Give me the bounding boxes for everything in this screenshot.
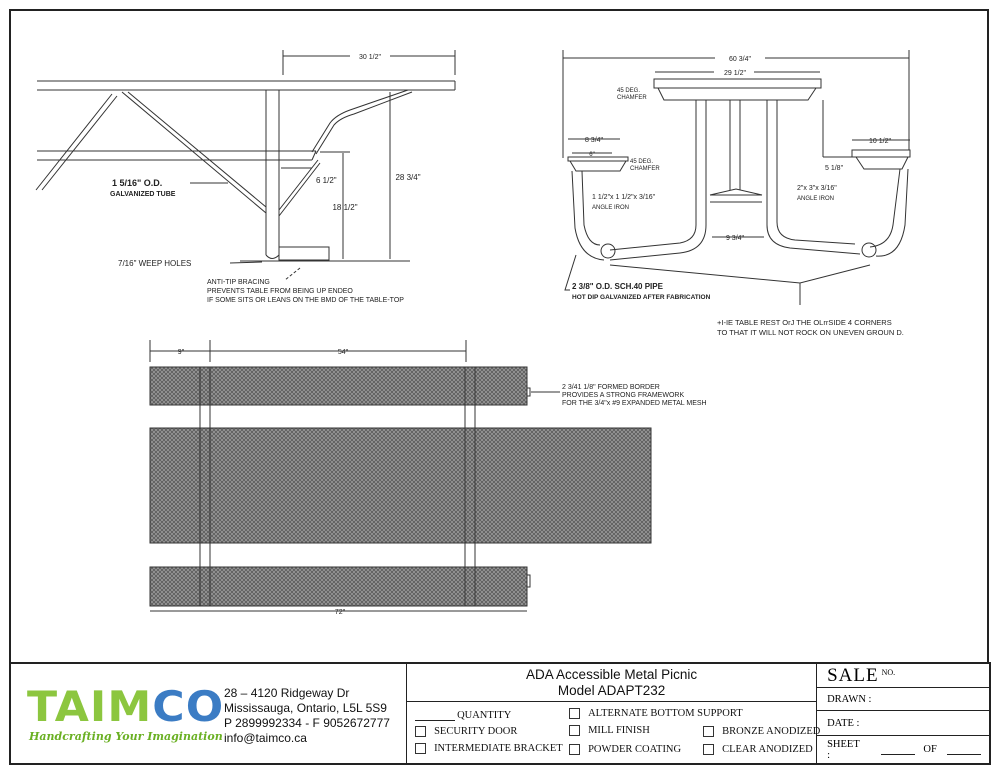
dim-support-span: 54" <box>338 349 349 356</box>
dim-left-seat-outer: 8 3/4" <box>585 137 604 144</box>
dim-seat-offset: 6 1/2" <box>316 176 337 185</box>
plan-view: 9" 54" 72" 2 3/41 1/8" FORMED BORDER PRO… <box>149 340 707 616</box>
logo-tagline: Handcrafting Your Imagination <box>29 730 223 743</box>
option-clear-anodized[interactable]: CLEAR ANODIZED <box>703 744 813 755</box>
sheet-total-blank[interactable] <box>946 745 981 755</box>
address-city: Mississauga, Ontario, L5L 5S9 <box>224 701 387 715</box>
checkbox[interactable] <box>569 725 581 736</box>
dim-overall-length: 72" <box>335 609 346 616</box>
option-label: MILL FINISH <box>588 725 650 736</box>
drawn-label: DRAWN : <box>827 693 872 705</box>
product-name: ADA Accessible Metal Picnic <box>526 667 698 682</box>
sheet-field[interactable]: SHEET : OF <box>817 736 989 763</box>
quantity-field[interactable] <box>415 711 456 721</box>
option-label: POWDER COATING <box>588 744 682 755</box>
border-note-1: 2 3/41 1/8" FORMED BORDER <box>562 384 660 391</box>
dim-left-seat-inner: 6" <box>589 152 594 158</box>
option-label: INTERMEDIATE BRACKET <box>434 743 563 754</box>
dim-table-height: 28 3/4" <box>395 173 420 182</box>
dim-base-width: 9 3/4" <box>726 235 745 242</box>
end-view: 60 3/4" 29 1/2" 45 DEG. CHAMFER 8 3/4" 6… <box>562 50 911 337</box>
email: info@taimco.ca <box>224 731 307 745</box>
quantity-label: QUANTITY <box>457 710 512 721</box>
option-bronze-anodized[interactable]: BRONZE ANODIZED <box>703 726 820 737</box>
checkbox[interactable] <box>415 726 427 737</box>
address-line: 28 – 4120 Ridgeway Dr <box>224 686 350 700</box>
option-label: CLEAR ANODIZED <box>722 744 813 755</box>
phone-fax: P 2899992334 - F 9052672777 <box>224 716 390 730</box>
pipe-label-sub: HOT DIP GALVANIZED AFTER FABRICATION <box>572 294 711 301</box>
option-label: SECURITY DOOR <box>434 726 518 737</box>
company-address: 28 – 4120 Ridgeway Dr Mississauga, Ontar… <box>224 686 390 746</box>
checkbox[interactable] <box>569 708 581 719</box>
tube-label: 1 5/16" O.D. <box>112 178 162 188</box>
logo-text-blue: CO <box>152 682 225 731</box>
corner-note-2: TO THAT IT WILL NOT ROCK ON UNEVEN GROUN… <box>717 328 904 337</box>
chamfer-seat-label-2: CHAMFER <box>630 166 660 172</box>
border-note-2: PROVIDES A STRONG FRAMEWORK <box>562 392 684 399</box>
chamfer-top-label-2: CHAMFER <box>617 95 647 101</box>
product-title: ADA Accessible Metal Picnic Model ADAPT2… <box>407 664 817 702</box>
anti-tip-label: ANTI-TIP BRACING <box>207 279 270 286</box>
dim-right-seat: 10 1/2" <box>869 138 891 145</box>
angle-iron-large-label: ANGLE IRON <box>797 196 834 202</box>
checkbox[interactable] <box>569 744 581 755</box>
angle-iron-small: 1 1/2"x 1 1/2"x 3/16" <box>592 194 656 201</box>
sheet-label: SHEET : <box>827 738 860 761</box>
sale-no-label: NO. <box>881 668 896 677</box>
date-label: DATE : <box>827 717 860 729</box>
anti-tip-note-1: PREVENTS TABLE FROM BEING UP ENDEO <box>207 288 353 295</box>
dim-top-length: 30 1/2" <box>359 54 381 61</box>
anti-tip-note-2: IF SOME SITS OR LEANS ON THE BMD OF THE … <box>207 297 404 304</box>
options-list: QUANTITY ALTERNATE BOTTOM SUPPORT SECURI… <box>407 702 820 763</box>
weep-holes-label: 7/16" WEEP HOLES <box>118 259 191 268</box>
option-label: BRONZE ANODIZED <box>722 726 821 737</box>
option-security-door[interactable]: SECURITY DOOR <box>415 726 517 737</box>
chamfer-seat-label: 45 DEG. <box>630 159 653 165</box>
option-alternate-bottom-support[interactable]: ALTERNATE BOTTOM SUPPORT <box>569 708 743 719</box>
dim-right-offset: 5 1/8" <box>825 165 844 172</box>
logo-text-green: TAIM <box>27 682 153 731</box>
date-field[interactable]: DATE : <box>817 711 989 736</box>
of-label: OF <box>923 744 937 755</box>
option-mill-finish[interactable]: MILL FINISH <box>569 725 650 736</box>
checkbox[interactable] <box>415 743 427 754</box>
option-label: ALTERNATE BOTTOM SUPPORT <box>588 708 743 719</box>
angle-iron-large: 2"x 3"x 3/16" <box>797 185 837 192</box>
sheet-number-blank[interactable] <box>881 745 916 755</box>
corner-note-1: +I-IE TABLE REST OrJ THE OLrrSIDE 4 CORN… <box>717 318 892 327</box>
dim-seat-height: 18 1/2" <box>332 203 357 212</box>
border-note-3: FOR THE 3/4"x #9 EXPANDED METAL MESH <box>562 400 707 407</box>
angle-iron-small-label: ANGLE IRON <box>592 205 629 211</box>
side-view: 30 1/2" 28 3/4" 18 1/2" 6 1/2" 1 5/16" O… <box>35 50 456 304</box>
option-powder-coating[interactable]: POWDER COATING <box>569 744 681 755</box>
product-info: ADA Accessible Metal Picnic Model ADAPT2… <box>407 664 820 763</box>
checkbox[interactable] <box>703 744 715 755</box>
taimco-logo: TAIMCO <box>27 686 224 728</box>
dim-top-width: 29 1/2" <box>724 70 746 77</box>
option-intermediate-bracket[interactable]: INTERMEDIATE BRACKET <box>415 743 563 754</box>
support-rails <box>199 367 476 606</box>
dim-end-offset: 9" <box>178 349 185 356</box>
drawn-field[interactable]: DRAWN : <box>817 688 989 711</box>
pipe-label: 2 3/8" O.D. SCH.40 PIPE <box>572 282 664 291</box>
chamfer-top-label: 45 DEG. <box>617 88 640 94</box>
tube-label-sub: GALVANIZED TUBE <box>110 191 176 198</box>
model-number: Model ADAPT232 <box>557 683 666 698</box>
checkbox[interactable] <box>703 726 715 737</box>
company-info: TAIMCO Handcrafting Your Imagination 28 … <box>11 664 408 763</box>
dim-overall-width: 60 3/4" <box>729 56 751 63</box>
sale-label: SALE <box>827 664 879 686</box>
title-block: TAIMCO Handcrafting Your Imagination 28 … <box>9 662 991 765</box>
